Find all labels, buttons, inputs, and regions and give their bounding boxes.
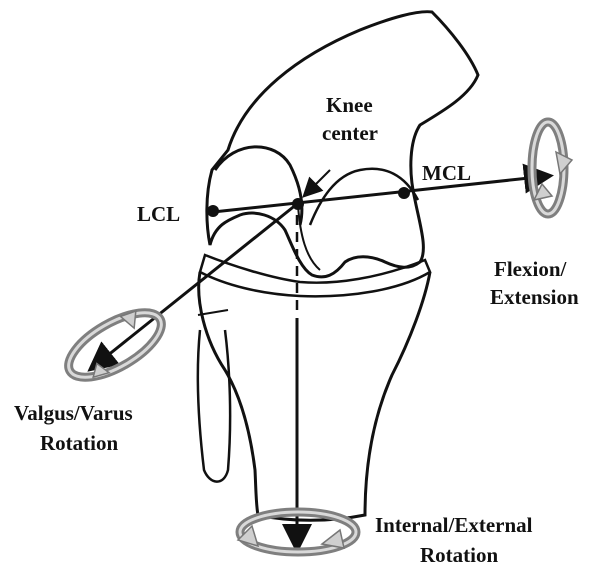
knee-center-label-line2: center: [322, 121, 378, 145]
lcl-point: [207, 205, 219, 217]
flexion-label-line2: Extension: [490, 285, 579, 309]
flexion-extension-rotation-icon: [532, 122, 572, 214]
mcl-point: [398, 187, 410, 199]
lcl-label: LCL: [137, 202, 180, 226]
flexion-label-line1: Flexion/: [494, 257, 567, 281]
valgus-label-line2: Rotation: [40, 431, 118, 455]
knee-center-label-line1: Knee: [326, 93, 373, 117]
valgus-label-line1: Valgus/Varus: [14, 401, 133, 425]
knee-center-point: [292, 198, 304, 210]
valgus-varus-rotation-icon: [59, 300, 171, 390]
knee-center-pointer: [305, 170, 330, 195]
mcl-label: MCL: [422, 161, 471, 185]
valgus-varus-axis-arrow: [92, 204, 297, 368]
tibia-outline: [199, 272, 430, 520]
flexion-extension-axis-arrow: [213, 176, 548, 212]
internal-label-line1: Internal/External: [375, 513, 533, 537]
internal-label-line2: Rotation: [420, 543, 498, 567]
